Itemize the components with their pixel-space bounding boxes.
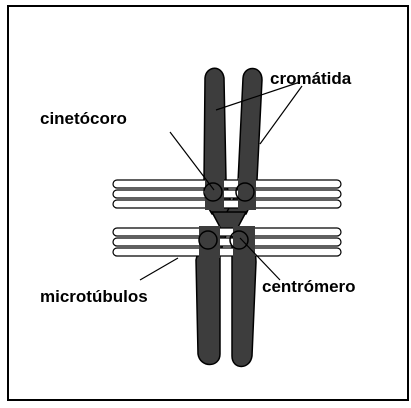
label-microtubules: microtúbulos — [40, 287, 148, 306]
label-kinetochore: cinetócoro — [40, 109, 127, 128]
microtubules-lower — [113, 228, 341, 256]
label-centromere: centrómero — [262, 277, 356, 296]
microtubules-upper — [113, 180, 341, 208]
microtubule — [113, 228, 341, 236]
microtubule — [113, 248, 341, 256]
microtubule — [113, 238, 341, 246]
microtubule — [113, 200, 341, 208]
microtubule — [113, 180, 341, 188]
microtubule — [113, 190, 341, 198]
label-chromatid: cromátida — [270, 69, 352, 88]
